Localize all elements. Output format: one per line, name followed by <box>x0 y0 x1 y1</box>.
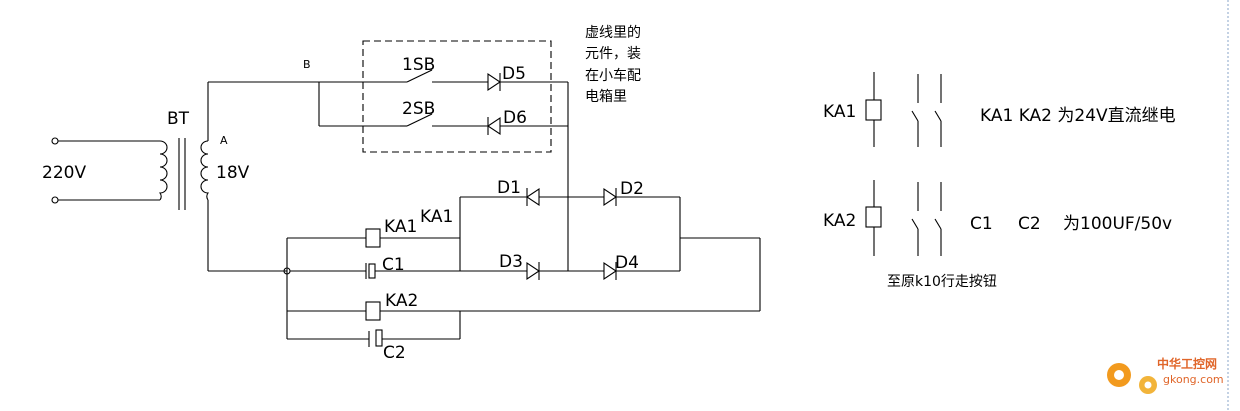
relay-ka1-coil: KA1 KA1 <box>287 207 460 248</box>
watermark-brand: 中华工控网 <box>1157 356 1217 371</box>
switch-2sb: 2SB <box>400 99 488 127</box>
switch-1sb-label: 1SB <box>402 55 435 75</box>
remote-box: B 1SB D5 2SB D6 <box>303 40 568 153</box>
node-a-label: A <box>220 134 228 147</box>
capacitor-c2: C2 <box>287 311 461 363</box>
switch-1sb: 1SB <box>375 55 488 83</box>
relay-ka1-side-label: KA1 <box>420 207 453 227</box>
transformer-label: BT <box>167 109 190 129</box>
primary-side: 220V <box>42 137 168 204</box>
dashed-box-note: 虚线里的 元件，装 在小车配 电箱里 <box>585 25 641 105</box>
relay-ka2-label: KA2 <box>385 291 418 311</box>
relay-ka1-label: KA1 <box>384 217 417 237</box>
note-line-2: 元件，装 <box>585 46 641 62</box>
legend-ka2: KA2 C1 C2 为100UF/50v <box>823 180 1172 256</box>
watermark-logo: 中华工控网 gkong.com <box>1107 356 1224 394</box>
capacitor-c1: C1 <box>290 255 460 279</box>
input-voltage-label: 220V <box>42 163 86 183</box>
capacitor-note: 为100UF/50v <box>1063 214 1172 234</box>
transformer-core: BT <box>167 109 190 210</box>
watermark-url: gkong.com <box>1163 373 1224 386</box>
secondary-winding <box>200 140 210 201</box>
note-line-1: 虚线里的 <box>585 25 641 41</box>
capacitor-c1-label: C1 <box>382 255 405 275</box>
diode-d1-label: D1 <box>497 178 521 198</box>
note-line-4: 电箱里 <box>585 89 627 105</box>
legend-ka1-label: KA1 <box>823 102 856 122</box>
diode-d4: D4 <box>603 253 680 281</box>
note-line-3: 在小车配 <box>585 67 641 84</box>
diode-d4-label: D4 <box>615 253 639 273</box>
relay-network: KA1 KA1 C1 KA2 C2 <box>208 207 760 363</box>
relay-note: KA1 KA2 为24V直流继电 <box>980 106 1176 126</box>
diode-d6-label: D6 <box>503 108 527 128</box>
diode-d6: D6 <box>487 108 568 136</box>
diode-d2-label: D2 <box>620 179 644 199</box>
legend-ka2-label: KA2 <box>823 211 856 231</box>
legend-c2-label: C2 <box>1018 214 1041 234</box>
diode-d3-label: D3 <box>499 252 523 272</box>
diode-d5: D5 <box>487 64 568 92</box>
diode-d5-label: D5 <box>502 64 526 84</box>
dashed-enclosure <box>362 40 552 153</box>
diode-bridge: D1 D2 D3 D4 <box>459 178 761 311</box>
relay-ka2-coil: KA2 <box>287 291 760 321</box>
button-note: 至原k10行走按钮 <box>887 274 997 290</box>
diode-d2: D2 <box>603 179 680 207</box>
switch-2sb-label: 2SB <box>402 99 435 119</box>
secondary-voltage-label: 18V <box>216 163 250 183</box>
primary-winding <box>158 140 168 201</box>
legend-c1-label: C1 <box>970 214 993 234</box>
secondary-side: A 18V <box>200 81 375 271</box>
diode-d1: D1 <box>497 178 604 207</box>
diode-d3: D3 <box>499 252 604 281</box>
legend-ka1: KA1 KA1 KA2 为24V直流继电 <box>823 72 1176 147</box>
node-b-label: B <box>303 58 311 71</box>
capacitor-c2-label: C2 <box>383 343 406 363</box>
